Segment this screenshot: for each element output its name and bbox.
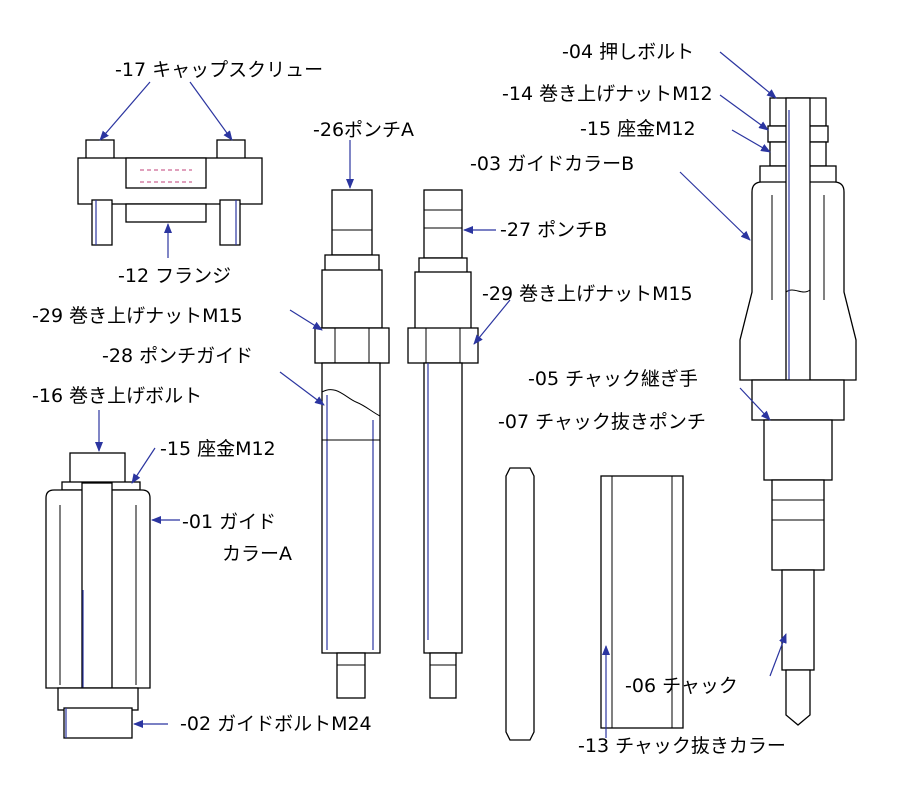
- guide-bolt-shank: [81, 482, 113, 689]
- label-guide-collar-b: -03 ガイドカラーB: [470, 153, 634, 175]
- cap-screw-head-right: [216, 139, 246, 161]
- chuck-tip: [785, 669, 811, 726]
- chuck-removal-collar: [600, 475, 684, 729]
- label-hoist-bolt: -16 巻き上げボルト: [32, 385, 202, 407]
- punch-a-tip: [331, 189, 373, 256]
- cap-screw-shank-left: [91, 199, 113, 246]
- chuck-joint-top: [751, 379, 845, 421]
- cap-screw-head-left: [85, 139, 115, 161]
- cap-screw-shank-right: [219, 199, 241, 246]
- guide-bolt-collar: [57, 687, 139, 711]
- chuck-removal-collar-body: [600, 475, 684, 729]
- punch-b-tip: [423, 189, 463, 259]
- punch-b-end: [429, 652, 457, 699]
- chuck-removal-punch-body: [505, 467, 535, 741]
- label-washer-m12-right: -15 座金M12: [580, 118, 696, 140]
- label-chuck: -06 チャック: [625, 675, 738, 697]
- chuck-joint: [763, 419, 833, 481]
- leader-lines: [95, 51, 787, 738]
- label-chuck-joint: -05 チャック継ぎ手: [528, 368, 698, 390]
- punch-a-collar: [324, 254, 380, 272]
- punch-a-end: [336, 652, 366, 699]
- punch-b-shaft: [423, 362, 463, 654]
- hoist-nut-m15-b: [407, 327, 479, 364]
- label-punch-guide: -28 ポンチガイド: [102, 345, 253, 367]
- punch-a-thread: [321, 269, 383, 329]
- punch-a-assembly: [314, 189, 390, 699]
- flange-lower-step: [125, 203, 207, 223]
- label-guide-collar-a-line1: -01 ガイド: [182, 511, 276, 533]
- hoist-bolt-head: [69, 452, 126, 484]
- punch-b-assembly: [407, 189, 479, 699]
- chuck-lower: [781, 569, 815, 671]
- punch-b-thread: [414, 271, 472, 331]
- label-chuck-removal-punch: -07 チャック抜きポンチ: [498, 411, 706, 433]
- label-push-bolt: -04 押しボルト: [562, 41, 694, 63]
- guide-collar-b-assembly: [739, 97, 857, 726]
- guide-collar-a-assembly: [45, 452, 151, 739]
- label-punch-b: -27 ポンチB: [500, 219, 607, 241]
- label-washer-m12-left: -15 座金M12: [160, 438, 276, 460]
- punch-guide: [321, 362, 381, 654]
- label-hoist-nut-m15-right: -29 巻き上げナットM15: [482, 283, 693, 305]
- chuck-body: [771, 479, 825, 571]
- label-chuck-removal-collar: -13 チャック抜きカラー: [578, 735, 786, 757]
- label-cap-screw: -17 キャップスクリュー: [115, 59, 323, 81]
- part-labels: -17 キャップスクリュー -12 フランジ -26ポンチA -27 ポンチB …: [32, 41, 786, 757]
- label-hoist-nut-m12: -14 巻き上げナットM12: [502, 83, 713, 105]
- label-guide-collar-a-line2: カラーA: [222, 543, 292, 565]
- hoist-nut-m15-a: [314, 327, 390, 364]
- label-punch-a: -26ポンチA: [313, 119, 414, 141]
- label-guide-bolt-m24: -02 ガイドボルトM24: [180, 713, 372, 735]
- chuck-removal-punch: [505, 467, 535, 741]
- label-flange: -12 フランジ: [118, 265, 231, 287]
- label-hoist-nut-m15-left: -29 巻き上げナットM15: [32, 305, 243, 327]
- flange-recess: [125, 157, 207, 189]
- guide-bolt-m24: [63, 707, 133, 739]
- flange-assembly: [77, 139, 263, 246]
